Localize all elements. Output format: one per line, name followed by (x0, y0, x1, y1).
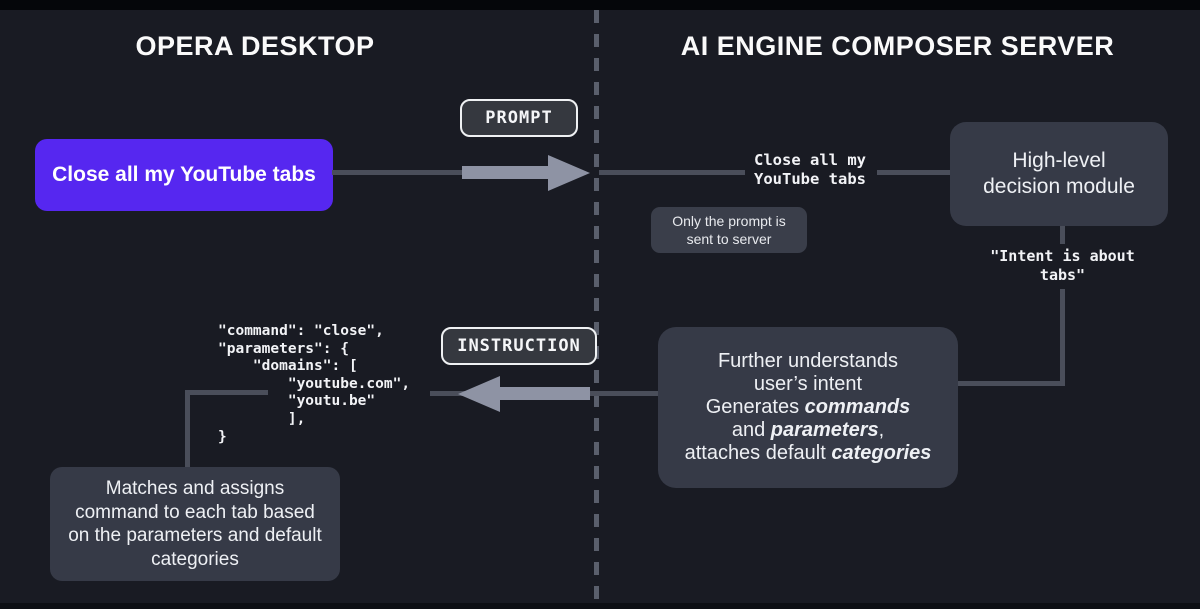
further-line3-emphasis: commands (804, 396, 911, 418)
prompt-echo-line1: Close all my (754, 151, 866, 169)
decision-module-line1: High-level (1012, 149, 1106, 172)
decision-module-box: High-level decision module (950, 122, 1168, 226)
prompt-connector-line (332, 170, 464, 175)
prompt-arrow-shaft (462, 166, 548, 179)
decision-module-line2: decision module (983, 175, 1135, 198)
further-understands-box: Further understands user’s intent Genera… (658, 327, 958, 488)
further-line2: user’s intent (753, 373, 863, 395)
code-elbow-horizontal (185, 390, 268, 395)
echo-to-decision-connector (877, 170, 950, 175)
instruction-badge-label: INSTRUCTION (457, 336, 581, 356)
heading-ai-engine-composer-server: AI ENGINE COMPOSER SERVER (680, 31, 1115, 61)
code-elbow-vertical (185, 390, 190, 468)
decision-to-intent-stub (1060, 226, 1065, 244)
matches-line1: Matches and assigns (105, 478, 285, 499)
prompt-connector-line-right (599, 170, 745, 175)
instruction-badge: INSTRUCTION (441, 327, 597, 365)
further-line4-emphasis: parameters (770, 419, 879, 441)
instruction-arrow-shaft (498, 387, 590, 400)
center-divider-dashed-line (594, 10, 599, 609)
only-prompt-note-line1: Only the prompt is (672, 213, 786, 229)
further-line4: and parameters, (732, 419, 884, 442)
prompt-badge-label: PROMPT (485, 108, 553, 128)
matches-line4: categories (151, 548, 239, 570)
matches-box: Matches and assigns command to each tab … (50, 467, 340, 581)
user-prompt-text: Close all my YouTube tabs (52, 163, 316, 186)
further-line4-suffix: , (878, 419, 885, 441)
matches-line2: command to each tab based (75, 501, 315, 523)
intent-line1: "Intent is about (990, 247, 1135, 265)
code-line: "parameters": { (218, 340, 349, 357)
instruction-arrow-head-icon (458, 376, 500, 412)
only-prompt-note: Only the prompt is sent to server (651, 207, 807, 253)
further-line5-emphasis: categories (831, 442, 932, 464)
intent-text: "Intent is about tabs" (970, 247, 1155, 285)
user-prompt-bubble: Close all my YouTube tabs (35, 139, 333, 211)
further-line5-prefix: attaches default (684, 442, 832, 464)
top-letterbox-strip (0, 0, 1200, 10)
prompt-arrow-head-icon (548, 155, 590, 191)
further-line4-prefix: and (731, 419, 771, 441)
prompt-echo-line2: YouTube tabs (754, 170, 866, 188)
heading-opera-desktop: OPERA DESKTOP (135, 31, 375, 61)
further-line1: Further understands (717, 350, 899, 372)
intent-line2: tabs" (1039, 266, 1086, 284)
code-line: "domains": [ (218, 358, 358, 375)
further-line3: Generates commands (706, 396, 911, 419)
further-line3-prefix: Generates (705, 396, 805, 418)
prompt-echo-text: Close all my YouTube tabs (735, 151, 885, 189)
only-prompt-note-line2: sent to server (686, 231, 772, 247)
instruction-code-block: "command": "close", "parameters": { "dom… (218, 323, 410, 446)
matches-line3: on the parameters and default (68, 525, 322, 546)
intent-elbow-vertical (1060, 289, 1065, 386)
code-line: } (218, 428, 227, 445)
prompt-badge: PROMPT (460, 99, 578, 137)
intent-elbow-horizontal (955, 381, 1065, 386)
code-line: "youtu.be" (218, 393, 376, 410)
code-line: "youtube.com", (218, 375, 411, 392)
further-line5: attaches default categories (685, 442, 932, 465)
bottom-letterbox-strip (0, 603, 1200, 609)
code-line: "command": "close", (218, 323, 384, 339)
code-line: ], (218, 410, 306, 427)
